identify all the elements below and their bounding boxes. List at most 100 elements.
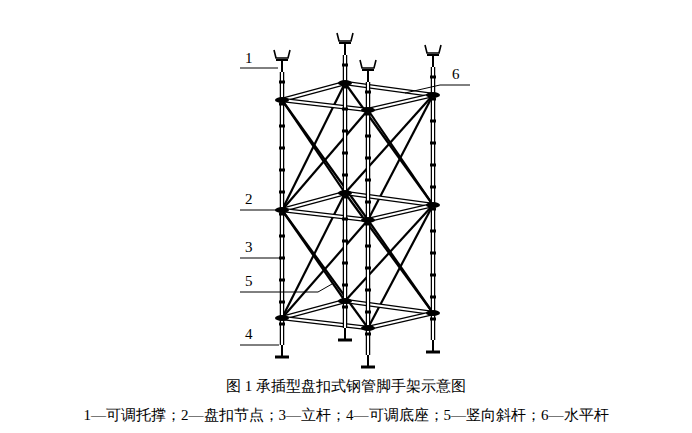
adjustable-screw [367,355,369,367]
rosette-tick [365,311,371,314]
u-head-plate [362,69,374,71]
rosette-tick [430,142,436,145]
callout-number: 5 [245,273,253,289]
rosette-tick [342,174,348,177]
base-plate [361,366,375,369]
adjustable-screw [281,345,283,357]
rosette-tick [430,318,436,321]
horizontal-bar-core [282,83,345,100]
horizontal-bar [345,83,433,95]
rosette-tick [279,191,285,194]
rosette-tick [279,81,285,84]
rosette-tick [365,201,371,204]
rosette-tick [365,333,371,336]
horizontal-bar [368,95,433,110]
u-head-plate [339,42,351,44]
rosette-tick [342,306,348,309]
u-head-plate [276,59,288,61]
disk-lock-node [426,310,440,316]
adjustable-screw [344,328,346,340]
callout-number: 2 [245,191,253,207]
rosette-tick [365,267,371,270]
horizontal-bar-core [282,210,368,220]
disk-lock-node [338,80,352,86]
rosette-tick [430,230,436,233]
horizontal-bar-core [345,301,433,313]
disk-lock-node [338,190,352,196]
adjustable-screw [344,43,346,55]
adjustable-screw [432,55,434,67]
rosette-tick [279,279,285,282]
horizontal-bar-core [368,313,433,328]
callout-number: 1 [245,50,253,66]
disk-lock-node [426,202,440,208]
vertical-diagonal-brace [282,210,368,328]
disk-lock-node [426,92,440,98]
disk-lock-node [361,325,375,331]
rosette-tick [279,323,285,326]
rosette-tick [279,301,285,304]
disk-lock-node [361,217,375,223]
scaffold-frame [274,33,441,367]
horizontal-bar-core [282,193,345,210]
horizontal-bar [368,205,433,220]
callout-number: 3 [245,239,253,255]
rosette-tick [342,64,348,67]
rosette-tick [430,296,436,299]
rosette-tick [365,289,371,292]
u-head-support [360,60,376,68]
base-plate [426,351,440,354]
rosette-tick [365,91,371,94]
disk-lock-node [361,107,375,113]
horizontal-bar [368,313,433,328]
horizontal-bar [282,301,345,318]
rosette-tick [430,164,436,167]
vertical-diagonal-brace [282,100,368,220]
rosette-tick [430,186,436,189]
rosette-tick [279,257,285,260]
rosette-tick [365,157,371,160]
callout-number: 6 [452,66,460,82]
adjustable-screw [432,340,434,352]
horizontal-bar [282,83,345,100]
rosette-tick [430,274,436,277]
horizontal-bar-core [368,205,433,220]
horizontal-bar-core [368,95,433,110]
horizontal-bar [282,100,368,110]
horizontal-bar-core [282,318,368,328]
horizontal-bar-core [282,301,345,318]
rosette-tick [430,252,436,255]
horizontal-bar [282,193,345,210]
leader-line [240,258,279,259]
leader-line [240,345,279,346]
rosette-tick [342,284,348,287]
vertical-diagonal-brace [345,193,433,313]
rosette-tick [365,245,371,248]
rosette-tick [342,240,348,243]
rosette-tick [365,179,371,182]
horizontal-bar-core [345,193,433,205]
key-text: 1—可调托撑；2—盘扣节点；3—立杆；4—可调底座；5—竖向斜杆；6—水平杆 [84,406,609,424]
horizontal-bar [282,210,368,220]
rosette-tick [365,135,371,138]
rosette-tick [279,235,285,238]
rosette-tick [342,152,348,155]
rosette-tick [342,108,348,111]
vertical-diagonal-brace [368,220,433,313]
disk-lock-node [275,97,289,103]
rosette-tick [279,125,285,128]
leader-line [240,210,279,211]
u-head-plate [427,54,439,56]
rosette-tick [430,120,436,123]
u-head-support [425,45,441,53]
horizontal-bar-core [345,83,433,95]
adjustable-screw [281,60,283,72]
rosette-tick [279,169,285,172]
leader-line [405,85,470,93]
horizontal-bar [282,318,368,328]
vertical-diagonal-brace [345,83,433,205]
u-head-support [274,50,290,58]
rosette-tick [430,76,436,79]
